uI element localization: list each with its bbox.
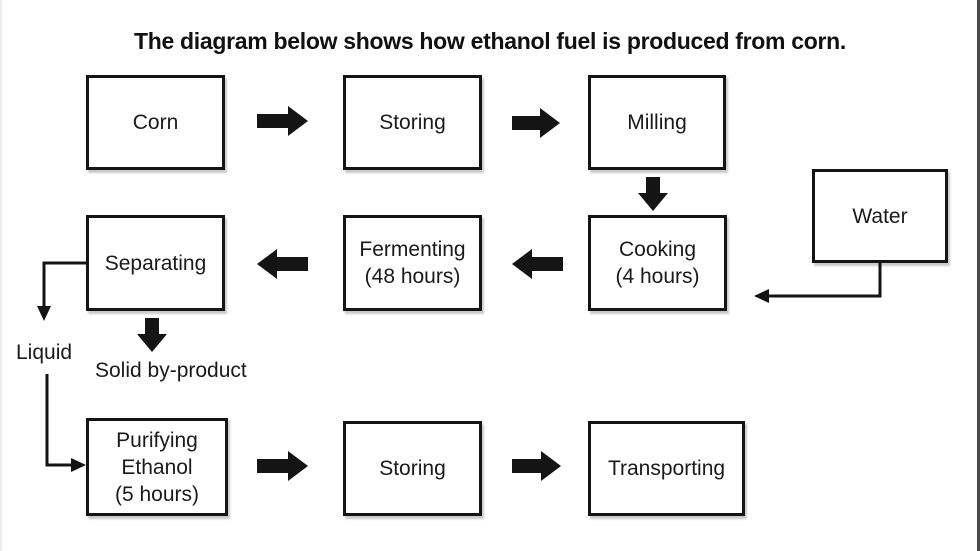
node-corn-label: Corn [132, 111, 179, 134]
node-fermenting-label-line1: Fermenting [359, 238, 466, 261]
connector-liquid-to-purifying [45, 374, 72, 467]
node-purifying-label-line3: (5 hours) [114, 482, 200, 506]
node-milling-label: Milling [627, 111, 687, 134]
node-transporting-label: Transporting [607, 457, 726, 480]
node-storing-2: Storing [343, 421, 482, 516]
page-title: The diagram below shows how ethanol fuel… [133, 28, 847, 54]
node-transporting: Transporting [588, 421, 745, 516]
node-storing-1: Storing [343, 75, 482, 170]
arrowhead-water-to-cooking-icon [754, 289, 769, 303]
node-cooking-label-line1: Cooking [618, 238, 697, 261]
node-fermenting-label-line2: (48 hours) [364, 265, 461, 288]
arrowhead-separating-to-liquid-icon [37, 306, 51, 321]
block-arrow-milling-to-cooking-icon [638, 177, 668, 211]
node-water: Water [812, 169, 948, 263]
block-arrow-purifying-to-storing-icon [257, 451, 308, 481]
node-milling: Milling [588, 75, 726, 170]
left-edge-line [0, 0, 2, 551]
block-arrow-storing-to-milling-icon [512, 108, 560, 138]
node-separating: Separating [86, 215, 225, 311]
block-arrow-fermenting-to-separating-icon [257, 249, 308, 279]
connector-water-to-cooking [768, 263, 882, 298]
node-separating-label: Separating [104, 251, 207, 275]
label-liquid: Liquid [16, 341, 73, 364]
node-purifying-label-line2: Ethanol [121, 455, 193, 479]
node-purifying-ethanol: Purifying Ethanol (5 hours) [86, 418, 228, 516]
arrowhead-liquid-to-purifying-icon [71, 458, 86, 472]
node-cooking: Cooking (4 hours) [588, 215, 727, 311]
block-arrow-cooking-to-fermenting-icon [512, 249, 563, 279]
label-solid-by-product: Solid by-product [95, 359, 247, 382]
node-water-label: Water [852, 204, 908, 228]
block-arrow-corn-to-storing-icon [257, 106, 308, 136]
node-fermenting: Fermenting (48 hours) [343, 215, 482, 311]
node-storing-2-label: Storing [379, 457, 446, 480]
node-corn: Corn [86, 75, 225, 170]
node-cooking-label-line2: (4 hours) [615, 265, 700, 288]
right-edge-line [977, 0, 980, 551]
connector-separating-to-liquid [42, 261, 86, 308]
block-arrow-separating-to-solid-icon [137, 318, 167, 352]
block-arrow-storing-to-transporting-icon [512, 451, 561, 481]
node-purifying-label-line1: Purifying [116, 428, 198, 452]
node-storing-1-label: Storing [379, 111, 446, 134]
